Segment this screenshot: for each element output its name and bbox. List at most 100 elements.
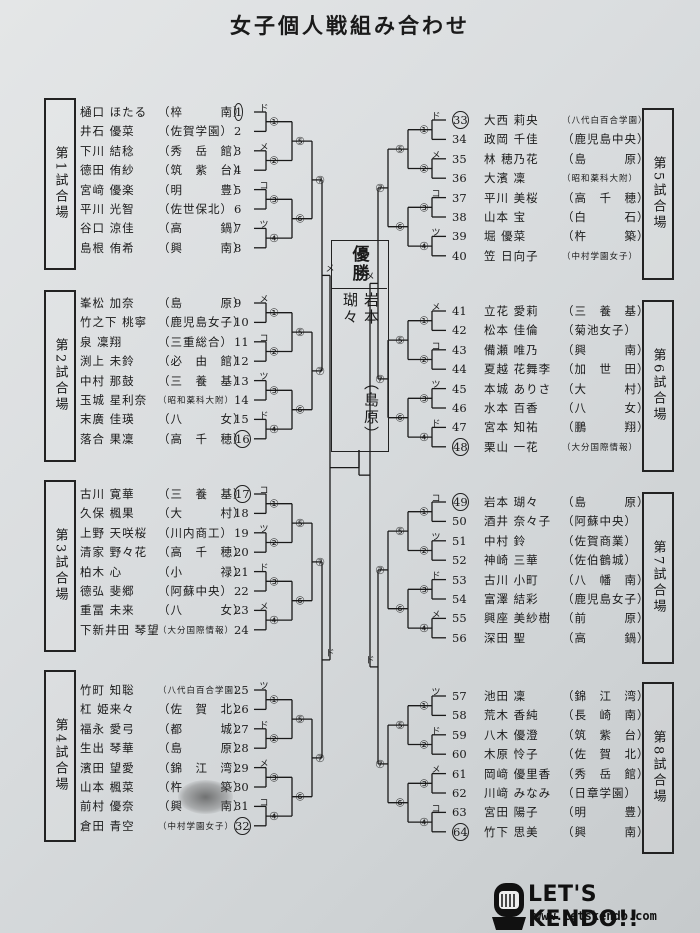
- entry-row: 下川 結稔（秀 岳 館）: [80, 142, 246, 160]
- team-name: （八 女）: [562, 401, 650, 415]
- team-name: （大 村）: [158, 506, 246, 521]
- player-name: 重冨 未来: [80, 603, 135, 618]
- entry-row: 谷口 涼佳（高 鍋）: [80, 219, 246, 237]
- bout-marker: メ: [365, 272, 374, 282]
- winner-team: （島原）: [362, 375, 380, 444]
- entry-row: 柏木 心（小 禄）: [80, 563, 246, 581]
- bout-marker: ド: [259, 411, 268, 421]
- team-name: （必 由 館）: [158, 354, 246, 369]
- entry-number: 39: [452, 229, 467, 244]
- team-name: （鹿児島女子）: [562, 592, 650, 606]
- team-name: （大分国際情報）: [562, 442, 639, 453]
- team-name: （八代白百合学園）: [158, 686, 244, 696]
- entry-row: 中村 那鼓（三 養 基）: [80, 372, 246, 390]
- bout-marker: メ: [431, 766, 440, 776]
- entry-number: 53: [452, 572, 467, 587]
- entry-number: 7: [234, 221, 242, 236]
- entry-number: 1: [234, 103, 244, 121]
- entry-row: 竹町 知聡 （八代白百合学園）: [80, 681, 244, 699]
- bout-marker: コ: [431, 190, 440, 200]
- player-name: 深田 聖: [484, 630, 527, 645]
- entry-row: 中村 鈴（佐賀商業）: [484, 532, 637, 550]
- entry-number: 44: [452, 362, 467, 377]
- team-name: （興 南）: [562, 342, 650, 357]
- bout-marker: ツ: [431, 381, 440, 391]
- entry-number: 11: [234, 334, 249, 349]
- player-name: 清家 野々花: [80, 545, 148, 560]
- winner-title: 優勝: [331, 240, 387, 289]
- entry-number: 26: [234, 702, 249, 717]
- entry-number: 9: [234, 296, 242, 310]
- entry-number: 40: [452, 248, 467, 263]
- entry-row: 平川 美桜（高 千 穂）: [484, 189, 650, 207]
- player-name: 岡﨑 優里香: [484, 766, 552, 781]
- bout-marker: メ: [259, 295, 268, 305]
- team-name: （高 鍋）: [562, 630, 650, 645]
- team-name: （中村学園女子）: [562, 251, 639, 262]
- entry-number: 60: [452, 747, 467, 762]
- entry-number: 18: [234, 506, 249, 521]
- entry-number: 64: [452, 822, 469, 841]
- player-name: 濱田 望愛: [80, 760, 135, 775]
- entry-row: 島根 侑希（興 南）: [80, 239, 246, 257]
- entry-row: 木原 怜子（佐 賀 北）: [484, 745, 650, 763]
- entry-row: 下新井田 琴望（大分国際情報）: [80, 621, 234, 639]
- lets-kendo-logo: LET'S KENDO!! www.letskendo.com: [488, 880, 700, 933]
- entry-row: 山本 宝（白 石）: [484, 208, 650, 226]
- player-name: 夏越 花舞李: [484, 362, 552, 377]
- entry-number: 41: [452, 304, 467, 318]
- bout-marker: コ: [431, 494, 440, 504]
- entry-row: 平川 光智（佐世保北）: [80, 200, 233, 218]
- entry-row: 杠 姫来々（佐 賀 北）: [80, 700, 246, 718]
- player-name: 久保 楓果: [80, 506, 135, 521]
- team-name: （八 幡 南）: [562, 572, 650, 587]
- player-name: 上野 天咲桜: [80, 525, 148, 540]
- bout-marker: メ: [431, 151, 440, 161]
- entry-number: 62: [452, 786, 467, 800]
- entry-number: 63: [452, 805, 467, 820]
- bout-marker: コ: [259, 486, 268, 496]
- team-name: （中村学園女子）: [158, 821, 235, 832]
- entry-number: 52: [452, 553, 467, 568]
- player-name: 酒井 奈々子: [484, 514, 552, 529]
- entry-number: 27: [234, 721, 249, 736]
- team-name: （大分国際情報）: [158, 625, 235, 636]
- player-name: 竹町 知聡: [80, 683, 135, 697]
- bout-marker: ド: [431, 727, 440, 737]
- player-name: 谷口 涼佳: [80, 221, 135, 236]
- entry-number: 19: [234, 525, 249, 540]
- player-name: 岩本 瑚々: [484, 495, 539, 509]
- entry-row: 生出 琴華（島 原）: [80, 739, 246, 757]
- winner-player: 岩本 瑚々: [341, 292, 380, 343]
- team-name: （高 千 穂）: [158, 545, 246, 560]
- bout-marker: メ: [431, 610, 440, 620]
- entry-number: 45: [452, 381, 467, 396]
- team-name: （秀 岳 館）: [562, 766, 650, 781]
- team-name: （佐賀学園）: [158, 124, 233, 139]
- bout-marker: コ: [259, 182, 268, 192]
- team-name: （八 女）: [158, 603, 246, 618]
- entry-row: 渕上 未鈴（必 由 館）: [80, 352, 246, 370]
- player-name: 林 穂乃花: [484, 151, 539, 166]
- team-name: （錦 江 湾）: [158, 760, 246, 775]
- team-name: （佐 賀 北）: [158, 702, 246, 717]
- bout-marker: メ: [325, 264, 334, 274]
- bout-marker: ツ: [259, 682, 268, 692]
- entry-number: 2: [234, 124, 242, 139]
- entry-number: 6: [234, 202, 242, 216]
- entry-number: 31: [234, 799, 249, 814]
- entry-row: 濱田 望愛 （錦 江 湾）: [80, 759, 246, 777]
- bout-marker: コ: [259, 334, 268, 344]
- logo-url: www.letskendo.com: [534, 909, 657, 923]
- entry-number: 37: [452, 190, 467, 205]
- entry-number: 50: [452, 514, 467, 529]
- team-name: （日章学園）: [562, 786, 637, 800]
- player-name: 前村 優奈: [80, 799, 135, 814]
- entry-number: 55: [452, 611, 467, 626]
- team-name: （椊 南）: [158, 105, 246, 119]
- team-name: （明 豊）: [562, 805, 650, 820]
- player-name: 竹下 思美: [484, 824, 539, 839]
- venue-5-label: 第5試合場: [642, 108, 674, 280]
- team-name: （都 城）: [158, 721, 246, 736]
